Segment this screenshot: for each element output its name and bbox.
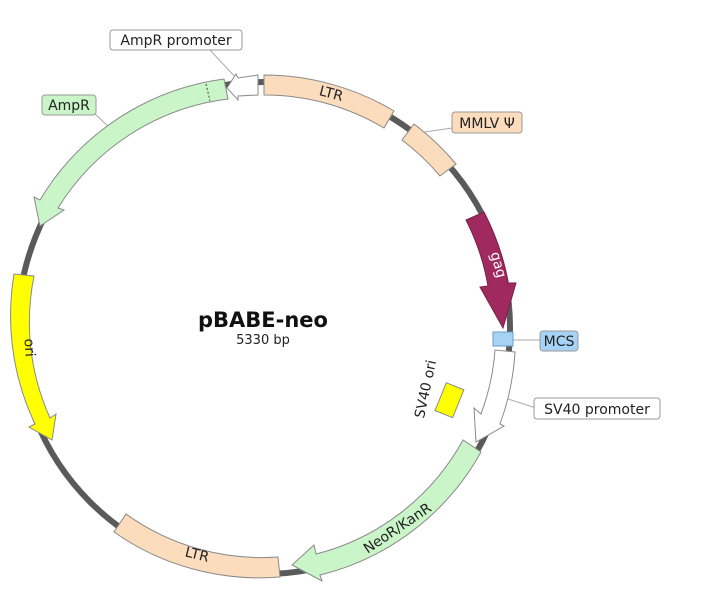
callout-box xyxy=(41,94,97,116)
ampr-feature[interactable] xyxy=(33,78,229,227)
gag-label: gag xyxy=(487,250,510,280)
sv40-promoter-callout-text: SV40 promoter xyxy=(544,402,650,418)
callout-box xyxy=(533,397,661,420)
callout-ampr-promoter[interactable]: AmpR promoter xyxy=(109,29,243,51)
mcs-callout-text: MCS xyxy=(544,334,575,350)
ltr-bottom-feature[interactable] xyxy=(113,513,281,579)
ltr-top-feature[interactable] xyxy=(263,74,395,129)
mcs-feature[interactable] xyxy=(492,331,514,347)
plasmid-size: 5330 bp xyxy=(236,333,290,348)
neo-feature[interactable] xyxy=(291,439,482,583)
callout-box xyxy=(539,330,579,352)
ori-label: ori xyxy=(20,338,37,357)
mmlv-psi-feature[interactable] xyxy=(401,123,457,177)
mmlv-callout-text: MMLV Ψ xyxy=(459,116,514,132)
ampr-dotted-divider xyxy=(205,83,211,102)
callout-ampr[interactable]: AmpR xyxy=(41,94,97,116)
neo-label: NeoR/KanR xyxy=(361,500,435,557)
sv40-ori-feature[interactable] xyxy=(434,382,465,419)
ampr-promoter-callout-text: AmpR promoter xyxy=(120,33,231,49)
callout-box xyxy=(109,29,243,51)
ori-feature[interactable] xyxy=(10,273,57,441)
callout-box xyxy=(451,111,523,134)
callout-mmlv[interactable]: MMLV Ψ xyxy=(451,111,523,134)
ampr-promoter-leader xyxy=(209,49,239,81)
sv40-promoter-feature[interactable] xyxy=(473,349,516,443)
ampr-callout-text: AmpR xyxy=(48,98,90,114)
gag-feature[interactable] xyxy=(465,211,517,330)
callout-sv40-promoter[interactable]: SV40 promoter xyxy=(533,397,661,420)
ltr-bottom-label: LTR xyxy=(183,544,211,565)
callout-mcs[interactable]: MCS xyxy=(539,330,579,352)
sv40-promoter-leader xyxy=(504,397,537,409)
ltr-top-label: LTR xyxy=(317,83,345,105)
ampr-promoter-feature[interactable] xyxy=(226,72,259,102)
plasmid-name: pBABE-neo xyxy=(198,308,328,332)
